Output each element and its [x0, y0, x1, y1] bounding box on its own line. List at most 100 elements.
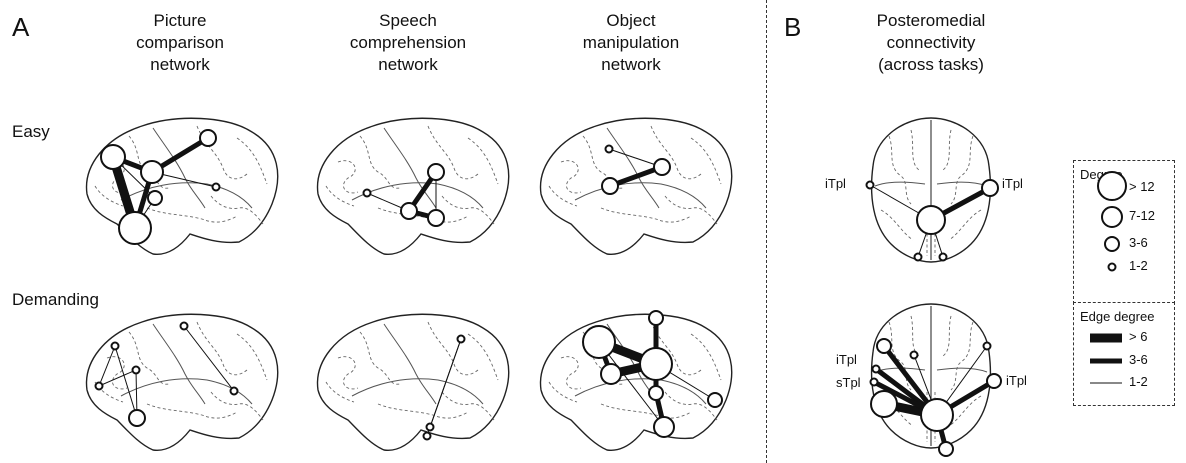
- edge-legend-label: > 6: [1129, 329, 1148, 344]
- edges-picture-demanding: [98, 325, 235, 419]
- edge: [98, 345, 116, 387]
- node: [648, 385, 664, 401]
- column-header-object-manipulation: Object manipulation network: [546, 10, 716, 76]
- node: [179, 321, 189, 331]
- node: [920, 398, 954, 432]
- node: [653, 158, 671, 176]
- node-label-itpl-left: iTpl: [825, 176, 846, 191]
- brain-picture-easy: [85, 117, 279, 256]
- node: [648, 310, 664, 326]
- node: [422, 431, 432, 441]
- node: [199, 129, 217, 147]
- brain-object-demanding: [539, 313, 733, 452]
- column-header-line: Picture: [153, 11, 207, 30]
- node: [938, 441, 954, 457]
- nodes-top-demanding: [869, 338, 1002, 457]
- edge: [98, 369, 137, 387]
- nodes-object-easy: [601, 144, 671, 195]
- node: [131, 365, 141, 375]
- node: [707, 392, 723, 408]
- degree-swatch: [1107, 262, 1117, 272]
- node-label-itpl-demanding-right: iTpl: [1006, 373, 1027, 388]
- node: [916, 205, 946, 235]
- node: [986, 373, 1002, 389]
- edge: [114, 345, 138, 419]
- edge-legend-swatches: [1090, 333, 1122, 384]
- node: [869, 377, 879, 387]
- edge-legend-label: 3-6: [1129, 352, 1148, 367]
- degree-swatch: [1097, 171, 1127, 201]
- degree-legend-swatches: [1097, 171, 1127, 272]
- edge: [607, 164, 665, 189]
- edge: [183, 325, 235, 392]
- node: [140, 160, 164, 184]
- panel-b-letter: B: [784, 12, 802, 42]
- node: [981, 179, 999, 197]
- column-header-line: network: [150, 55, 210, 74]
- nodes-speech-demanding: [422, 334, 466, 441]
- node: [211, 182, 221, 192]
- column-header-line: comparison: [136, 33, 224, 52]
- node: [604, 144, 614, 154]
- edges-object-easy: [607, 148, 665, 189]
- node: [601, 177, 619, 195]
- edge-degree-legend-title: Edge degree: [1080, 309, 1155, 324]
- node: [118, 211, 152, 245]
- column-header-picture-comparison: Picture comparison network: [95, 10, 265, 76]
- node: [913, 252, 923, 262]
- brain-picture-demanding: [85, 313, 279, 452]
- node: [425, 422, 435, 432]
- edge-legend-label: 1-2: [1129, 374, 1148, 389]
- row-label-demanding: Demanding: [12, 290, 99, 309]
- degree-legend-label: 1-2: [1129, 258, 1148, 273]
- nodes-picture-easy: [100, 129, 221, 245]
- node: [582, 325, 616, 359]
- edge-degree-legend: Edge degree: [1073, 302, 1175, 406]
- nodes-object-demanding: [582, 310, 723, 438]
- node: [229, 386, 239, 396]
- degree-legend: Degree: [1073, 160, 1175, 304]
- node: [362, 188, 372, 198]
- degree-legend-label: 3-6: [1129, 235, 1148, 250]
- node: [100, 144, 126, 170]
- panel-divider: [766, 0, 767, 463]
- node: [865, 180, 875, 190]
- node: [427, 209, 445, 227]
- node: [94, 381, 104, 391]
- node: [639, 347, 673, 381]
- node: [870, 390, 898, 418]
- node: [876, 338, 892, 354]
- edge: [608, 148, 663, 168]
- column-header-speech-comprehension: Speech comprehension network: [323, 10, 493, 76]
- edges-speech-demanding: [426, 338, 462, 437]
- node-label-itpl-demanding-left: iTpl: [836, 352, 857, 367]
- degree-legend-label: > 12: [1129, 179, 1155, 194]
- edge: [598, 341, 665, 428]
- panel-a-letter: A: [12, 12, 30, 42]
- column-header-posteromedial: Posteromedial connectivity (across tasks…: [846, 10, 1016, 76]
- edge: [429, 338, 462, 428]
- column-header-line: (across tasks): [878, 55, 984, 74]
- degree-swatch: [1101, 206, 1123, 228]
- node: [600, 363, 622, 385]
- brain-speech-demanding: [316, 313, 510, 452]
- nodes-picture-demanding: [94, 321, 239, 427]
- degree-swatch: [1104, 236, 1120, 252]
- column-header-line: comprehension: [349, 33, 467, 52]
- node-label-itpl-right: iTpl: [1002, 176, 1023, 191]
- node: [427, 163, 445, 181]
- column-header-line: connectivity: [886, 33, 976, 52]
- node: [128, 409, 146, 427]
- node: [456, 334, 466, 344]
- column-header-line: network: [601, 55, 661, 74]
- node: [110, 341, 120, 351]
- nodes-speech-easy: [362, 163, 445, 227]
- node-label-stpl: sTpl: [836, 375, 861, 390]
- column-header-line: Speech: [379, 11, 437, 30]
- node: [871, 364, 881, 374]
- column-header-line: manipulation: [582, 33, 680, 52]
- nodes-top-easy: [865, 179, 999, 262]
- column-header-line: Object: [606, 11, 656, 30]
- degree-legend-label: 7-12: [1129, 208, 1156, 223]
